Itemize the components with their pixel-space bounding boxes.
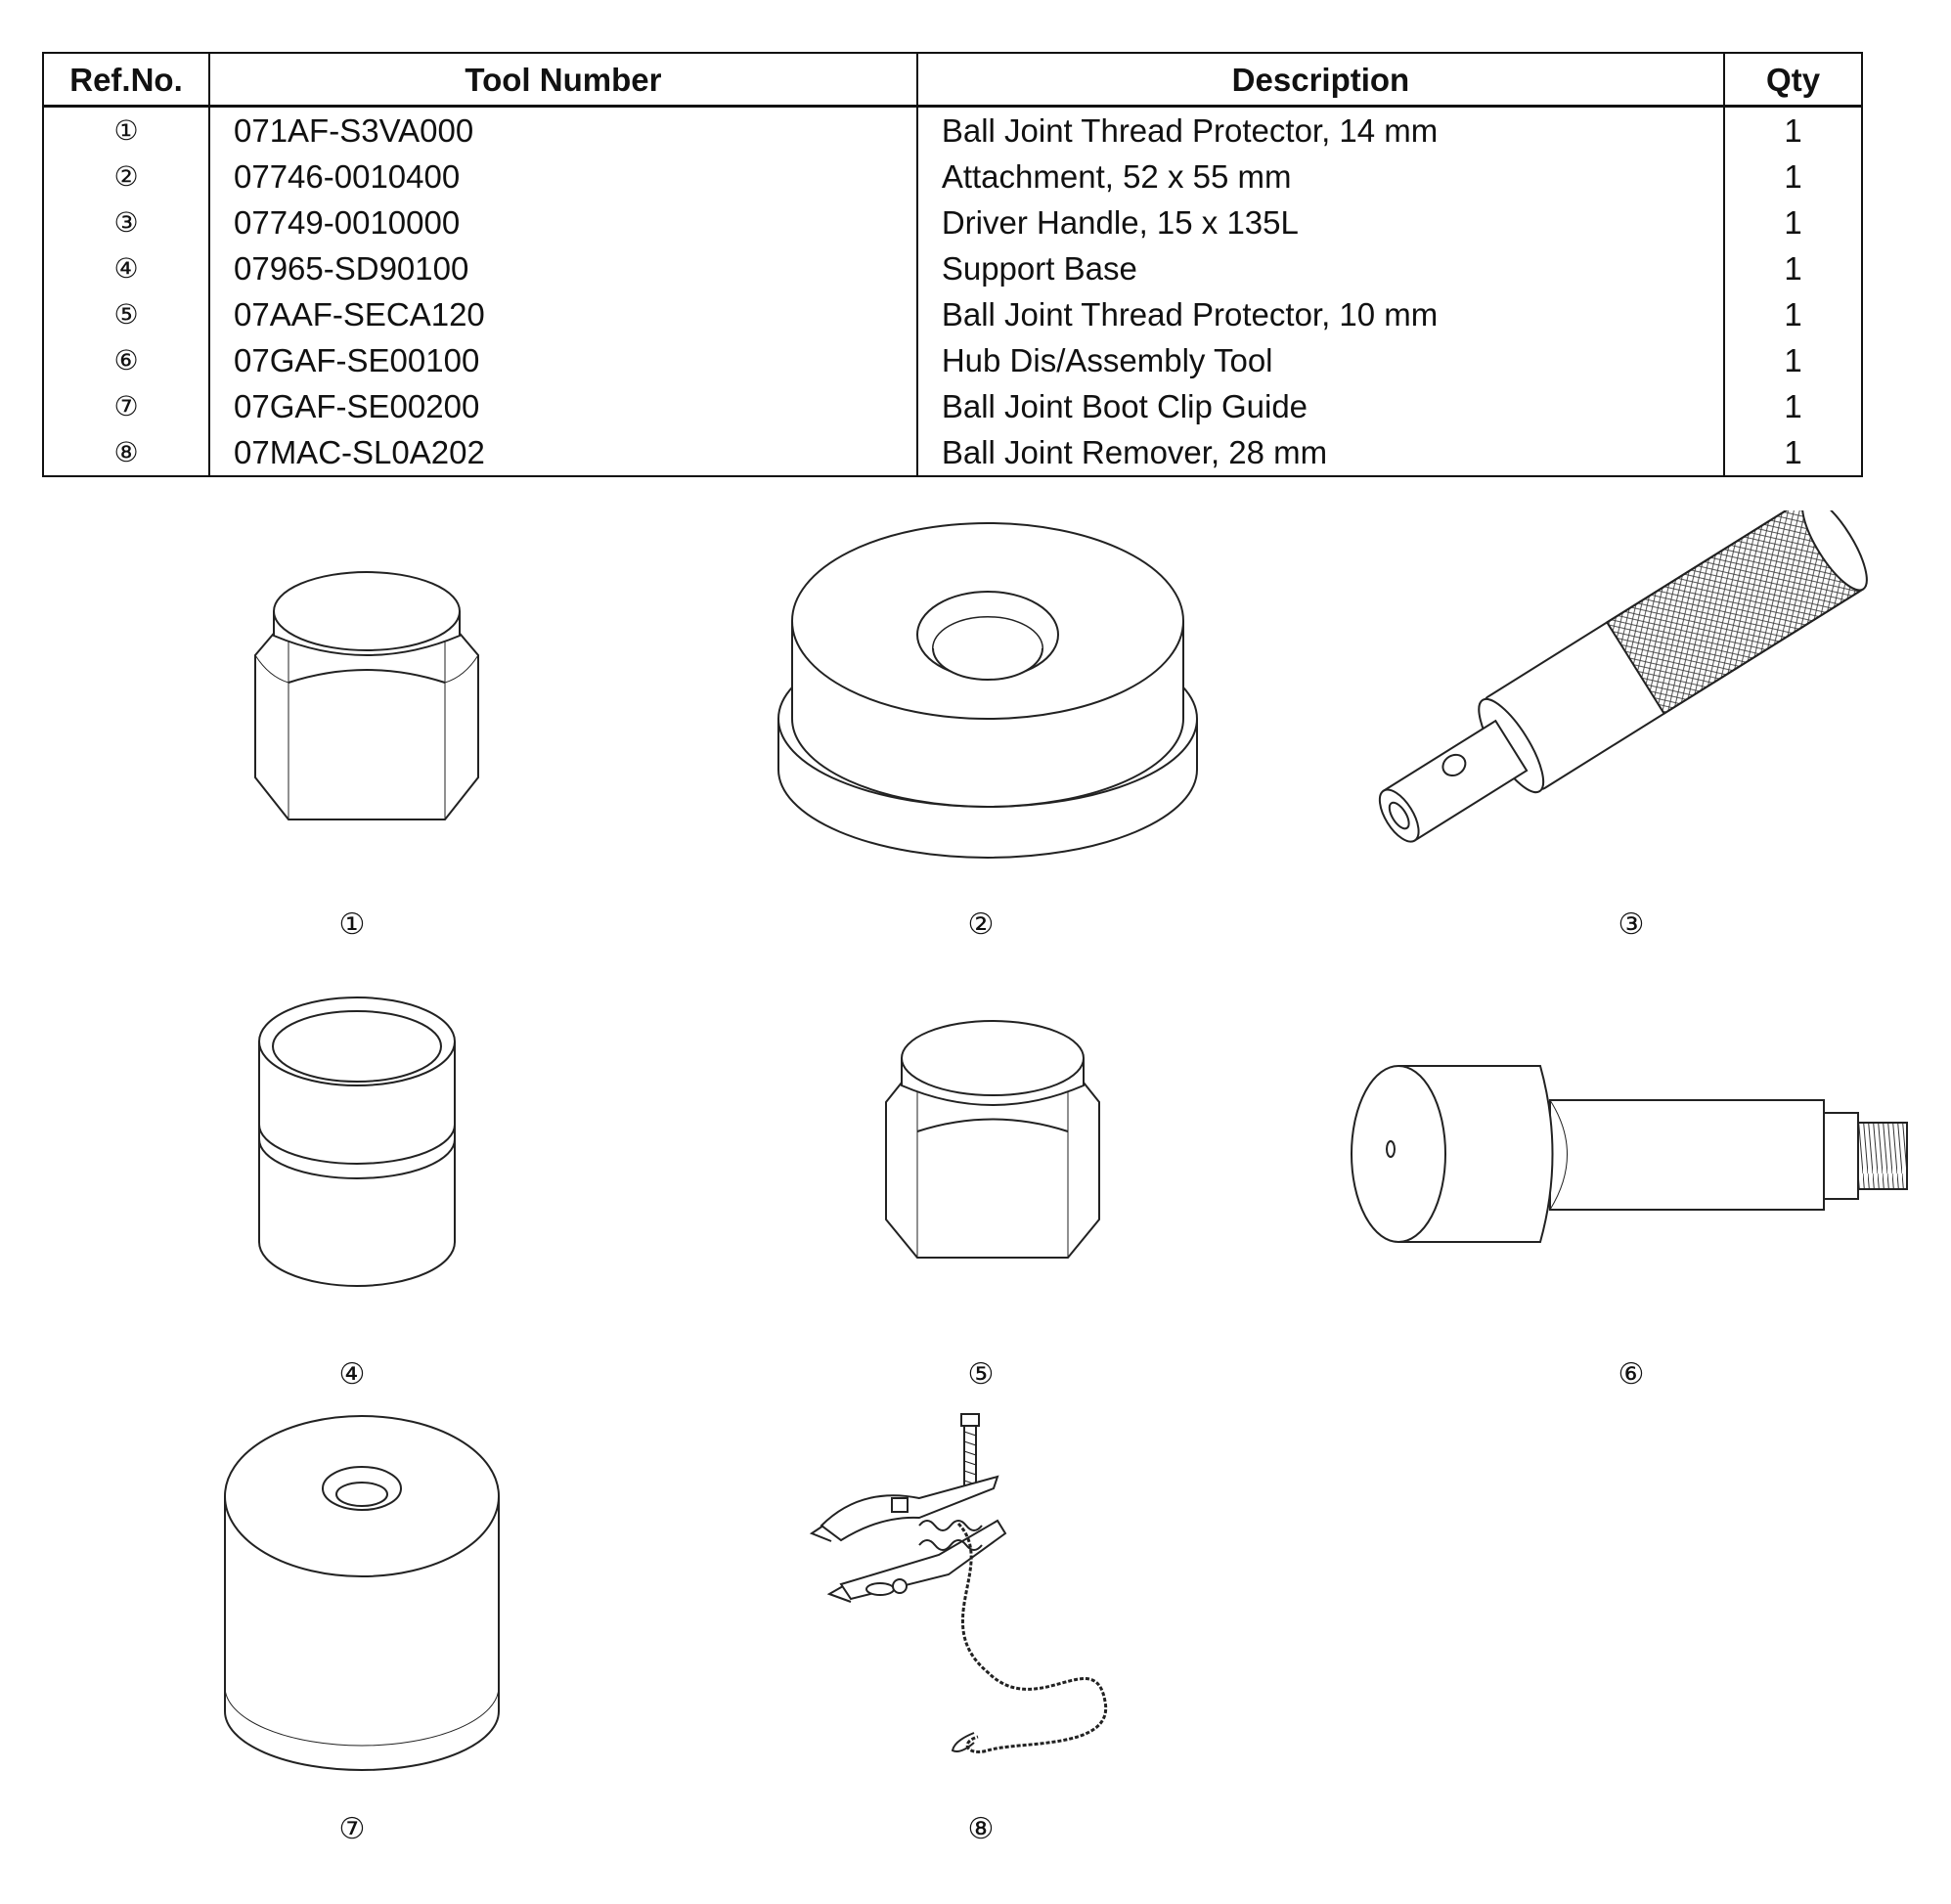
figure-label-3: ③	[1618, 908, 1645, 942]
ref-cell: ⑧	[42, 429, 210, 476]
table-row: ④ 07965-SD90100 Support Base 1	[42, 245, 1863, 291]
table-header: Ref.No. Tool Number Description Qty	[42, 53, 1863, 108]
description-cell: Driver Handle, 15 x 135L	[915, 199, 1726, 245]
hub-dis-assembly-tool-illustration	[1345, 1056, 1917, 1252]
figure-label-2: ②	[967, 908, 995, 942]
qty-cell: 1	[1723, 429, 1863, 476]
tool-number-cell: 07746-0010400	[207, 154, 918, 199]
figure-label-1: ①	[338, 908, 366, 942]
description-cell: Attachment, 52 x 55 mm	[915, 154, 1726, 199]
header-description: Description	[915, 53, 1726, 108]
support-base-illustration	[249, 993, 465, 1296]
qty-cell: 1	[1723, 383, 1863, 429]
tool-number-cell: 07749-0010000	[207, 199, 918, 245]
header-tool-number: Tool Number	[207, 53, 918, 108]
tool-number-cell: 07965-SD90100	[207, 245, 918, 291]
ref-cell: ⑦	[42, 383, 210, 429]
description-cell: Ball Joint Thread Protector, 14 mm	[915, 106, 1726, 154]
qty-cell: 1	[1723, 154, 1863, 199]
ref-cell: ②	[42, 154, 210, 199]
qty-cell: 1	[1723, 199, 1863, 245]
figure-label-6: ⑥	[1618, 1357, 1645, 1392]
ball-joint-thread-protector-10mm-illustration	[880, 1019, 1105, 1263]
attachment-illustration	[773, 513, 1203, 870]
figure-label-4: ④	[338, 1357, 366, 1392]
tool-number-cell: 07MAC-SL0A202	[207, 429, 918, 476]
tool-number-cell: 07GAF-SE00100	[207, 337, 918, 383]
driver-handle-illustration	[1348, 510, 1905, 882]
qty-cell: 1	[1723, 245, 1863, 291]
ref-cell: ⑤	[42, 291, 210, 337]
table-row: ⑥ 07GAF-SE00100 Hub Dis/Assembly Tool 1	[42, 337, 1863, 383]
header-qty: Qty	[1723, 53, 1863, 108]
ball-joint-thread-protector-14mm-illustration	[249, 567, 484, 826]
ref-cell: ③	[42, 199, 210, 245]
table-row: ③ 07749-0010000 Driver Handle, 15 x 135L…	[42, 199, 1863, 245]
figure-label-8: ⑧	[967, 1812, 995, 1846]
description-cell: Ball Joint Thread Protector, 10 mm	[915, 291, 1726, 337]
ref-cell: ①	[42, 106, 210, 154]
ball-joint-boot-clip-guide-illustration	[220, 1408, 504, 1780]
qty-cell: 1	[1723, 106, 1863, 154]
figure-label-5: ⑤	[967, 1357, 995, 1392]
figure-label-7: ⑦	[338, 1812, 366, 1846]
ball-joint-remover-illustration	[802, 1408, 1183, 1799]
header-ref-no: Ref.No.	[42, 53, 210, 108]
qty-cell: 1	[1723, 291, 1863, 337]
description-cell: Support Base	[915, 245, 1726, 291]
tool-number-cell: 07GAF-SE00200	[207, 383, 918, 429]
table-row: ⑧ 07MAC-SL0A202 Ball Joint Remover, 28 m…	[42, 429, 1863, 476]
tool-number-cell: 07AAF-SECA120	[207, 291, 918, 337]
ref-cell: ⑥	[42, 337, 210, 383]
ref-cell: ④	[42, 245, 210, 291]
description-cell: Hub Dis/Assembly Tool	[915, 337, 1726, 383]
tool-table: Ref.No. Tool Number Description Qty ① 07…	[42, 52, 1863, 477]
qty-cell: 1	[1723, 337, 1863, 383]
description-cell: Ball Joint Remover, 28 mm	[915, 429, 1726, 476]
table-row: ① 071AF-S3VA000 Ball Joint Thread Protec…	[42, 106, 1863, 154]
tool-number-cell: 071AF-S3VA000	[207, 106, 918, 154]
description-cell: Ball Joint Boot Clip Guide	[915, 383, 1726, 429]
table-row: ⑤ 07AAF-SECA120 Ball Joint Thread Protec…	[42, 291, 1863, 337]
table-row: ⑦ 07GAF-SE00200 Ball Joint Boot Clip Gui…	[42, 383, 1863, 429]
table-row: ② 07746-0010400 Attachment, 52 x 55 mm 1	[42, 154, 1863, 199]
